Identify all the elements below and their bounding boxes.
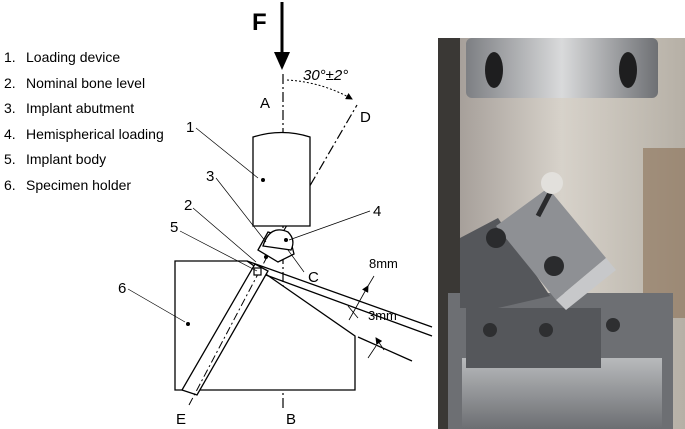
point-a-label: A: [260, 95, 270, 112]
holder-top-line: [254, 270, 433, 337]
legend-number: 2.: [4, 74, 16, 91]
callout-4-leader: [288, 210, 371, 241]
dimension-8mm-label: 8mm: [369, 256, 398, 271]
legend-number: 5.: [4, 151, 16, 167]
specimen-holder-dot: [186, 322, 190, 326]
dimension-8mm: [348, 275, 375, 321]
callout-6: 6: [118, 280, 126, 297]
legend-label: Nominal bone level: [26, 74, 146, 91]
legend-number: 1.: [4, 49, 16, 65]
force-label: F: [252, 9, 267, 36]
callout-1-leader: [195, 127, 259, 179]
hemispherical-loading: [262, 229, 294, 251]
callout-3-leader: [215, 177, 267, 243]
loading-device-dot: [261, 178, 265, 182]
point-e-label: E: [176, 411, 186, 428]
legend-item: 6. Specimen holder: [4, 173, 164, 199]
legend-item: 2. Nominal bone level: [4, 71, 164, 97]
legend-number: 4.: [4, 125, 16, 142]
specimen-holder: [174, 260, 356, 391]
callout-6-leader: [127, 288, 186, 323]
implant-axis-line: [188, 254, 269, 406]
point-d-label: D: [360, 109, 371, 126]
force-arrow: [274, 2, 290, 70]
callout-2: 2: [184, 197, 192, 214]
legend-item: 3. Implant abutment: [4, 96, 164, 122]
callout-4: 4: [373, 203, 381, 220]
dimension-3mm: [347, 305, 385, 359]
callout-2-leader: [192, 207, 257, 263]
legend-label: Implant abutment: [26, 100, 135, 116]
dimension-3mm-label: 3mm: [368, 308, 397, 323]
bone-level-line: [246, 260, 433, 328]
point-b-label: B: [286, 411, 296, 428]
legend-label: Hemispherical loading: [26, 125, 164, 142]
callout-5: 5: [170, 219, 178, 236]
loading-device: [252, 131, 311, 227]
photo-illustration: [438, 38, 685, 429]
callout-3: 3: [206, 168, 214, 185]
callout-5-leader: [179, 230, 258, 272]
legend-number: 6.: [4, 176, 16, 193]
legend-label: Specimen holder: [26, 176, 132, 193]
legend-number: 3.: [4, 100, 16, 116]
legend-item: 5. Implant body: [4, 147, 164, 173]
legend-item: 1. Loading device: [4, 45, 164, 71]
legend-item: 4. Hemispherical loading: [4, 122, 164, 148]
point-c-leader: [287, 249, 305, 273]
angle-arc: [286, 79, 353, 100]
test-setup-photo: [438, 38, 685, 429]
legend-label: Implant body: [26, 151, 107, 167]
abutment-dot: [264, 255, 268, 259]
load-dot: [284, 238, 288, 242]
schematic-diagram: F 30°±2° A B C D E 1: [118, 2, 433, 428]
callout-1: 1: [186, 119, 194, 136]
implant-neck: [253, 267, 262, 276]
legend-label: Loading device: [26, 49, 121, 65]
holder-edge-line: [357, 336, 413, 362]
legend: 1. Loading device 2. Nominal bone level 3.…: [4, 45, 164, 198]
point-c-label: C: [308, 269, 319, 286]
angle-label: 30°±2°: [303, 67, 348, 84]
implant-body: [181, 263, 269, 396]
